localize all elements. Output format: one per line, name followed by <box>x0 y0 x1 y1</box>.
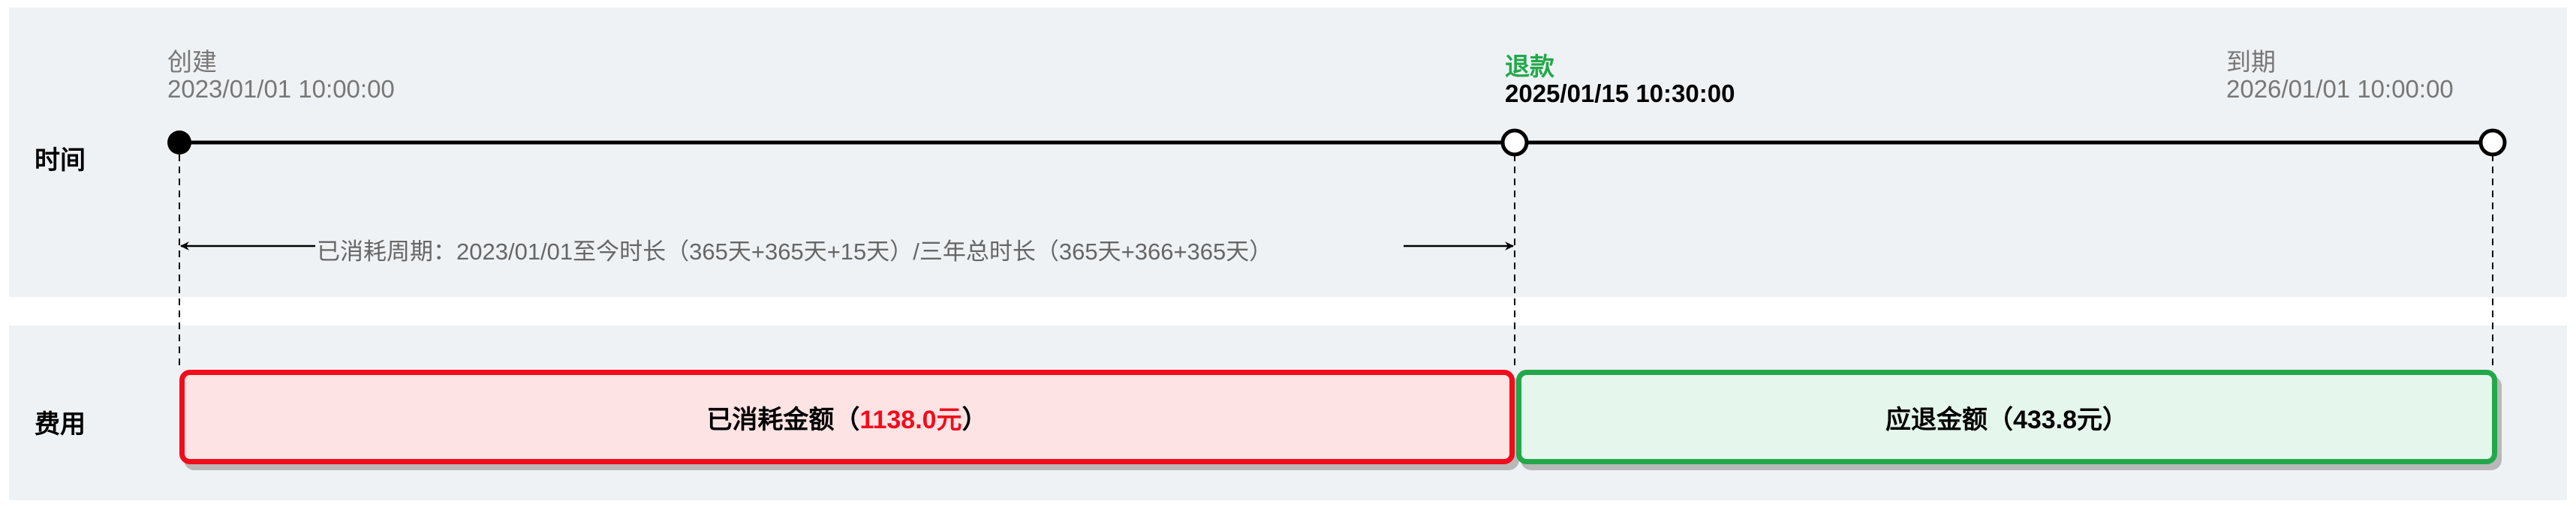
cost-row-label: 费用 <box>35 410 86 439</box>
expiry-dot <box>2478 128 2507 157</box>
expiry-date: 2026/01/01 10:00:00 <box>2226 75 2454 103</box>
created-date: 2023/01/01 10:00:00 <box>167 75 395 103</box>
time-row-label: 时间 <box>35 146 86 175</box>
consumed-suffix: ） <box>961 405 988 434</box>
created-label: 创建 <box>167 48 217 76</box>
expiry-label: 到期 <box>2226 48 2276 76</box>
consumed-amount-box: 已消耗金额（1138.0元） <box>179 370 1515 464</box>
refund-amount-label: 应退金额（433.8元） <box>1885 405 2129 434</box>
consumed-amount: 1138.0元 <box>859 405 962 434</box>
refund-dot <box>1500 128 1529 157</box>
consumed-period-text: 已消耗周期：2023/01/01至今时长（365天+365天+15天）/三年总时… <box>317 238 1273 265</box>
consumed-prefix: 已消耗金额（ <box>706 405 860 434</box>
time-panel <box>9 8 2567 297</box>
refund-amount-box: 应退金额（433.8元） <box>1516 370 2497 464</box>
refund-date: 2025/01/15 10:30:00 <box>1505 80 1735 107</box>
refund-label: 退款 <box>1505 52 1554 80</box>
created-dot <box>167 130 191 154</box>
